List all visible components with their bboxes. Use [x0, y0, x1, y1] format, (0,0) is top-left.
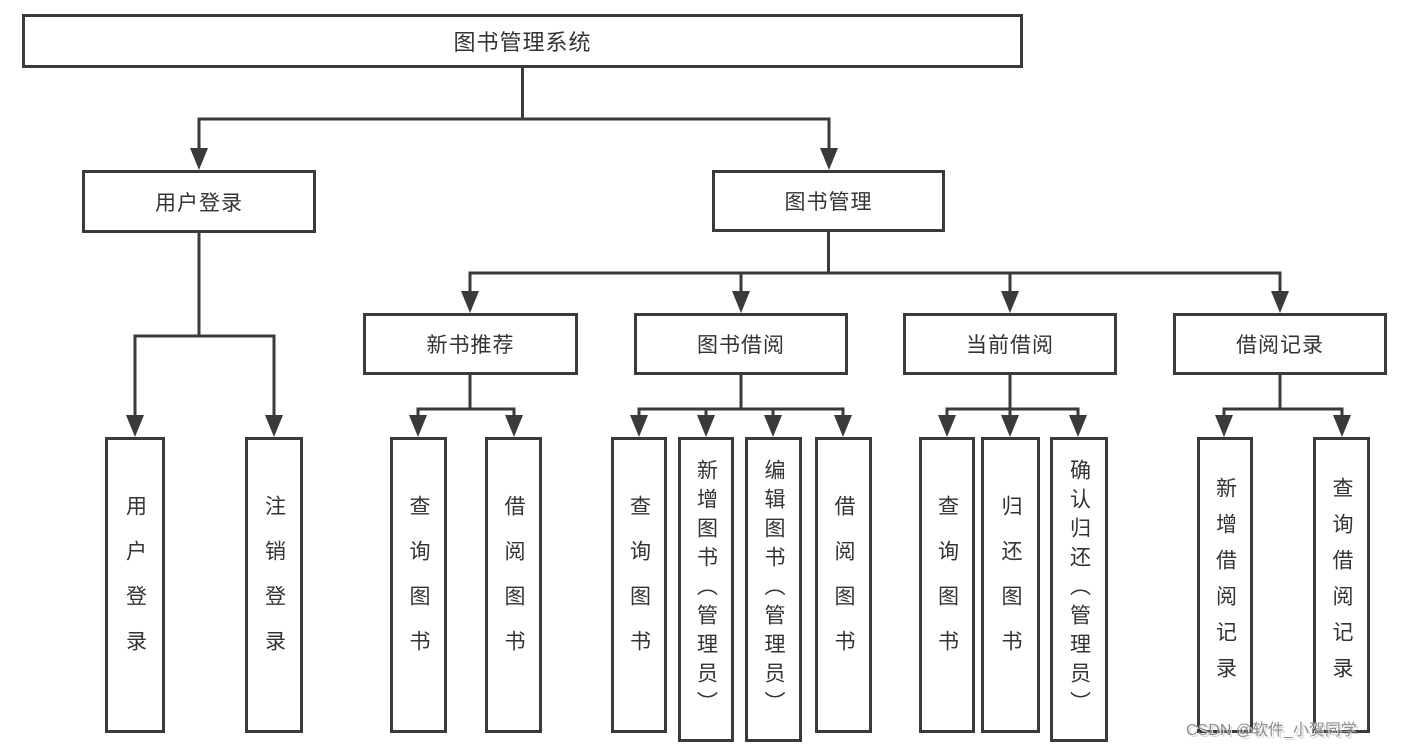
leaf-label: 用户登录 — [123, 495, 147, 675]
node-borrowing-records: 借阅记录 — [1173, 313, 1387, 375]
leaf-label: 查询图书 — [627, 495, 651, 675]
node-label: 图书管理 — [784, 191, 873, 214]
leaf-label: 确认归还（管理员） — [1067, 459, 1091, 720]
leaf-query-books-current: 查询图书 — [919, 437, 975, 733]
leaf-confirm-return-admin: 确认归还（管理员） — [1050, 437, 1108, 742]
leaf-edit-books-admin: 编辑图书（管理员） — [745, 437, 802, 742]
node-library-management-system: 图书管理系统 — [22, 14, 1023, 68]
node-user-login: 用户登录 — [82, 170, 316, 233]
leaf-user-login: 用户登录 — [105, 437, 165, 733]
leaf-borrow-books-borrowing: 借阅图书 — [815, 437, 872, 733]
leaf-query-borrow-record: 查询借阅记录 — [1313, 437, 1370, 733]
node-label: 图书借阅 — [697, 334, 785, 357]
leaf-label: 查询图书 — [407, 495, 430, 675]
node-label: 借阅记录 — [1236, 334, 1324, 357]
node-label: 图书管理系统 — [453, 30, 592, 55]
leaf-label: 编辑图书（管理员） — [762, 459, 785, 720]
leaf-label: 新增图书（管理员） — [694, 459, 718, 720]
leaf-label: 借阅图书 — [832, 495, 855, 675]
node-label: 新书推荐 — [426, 334, 515, 357]
node-new-book-recommendation: 新书推荐 — [363, 313, 578, 375]
leaf-label: 注销登录 — [262, 495, 286, 675]
leaf-query-books-recommend: 查询图书 — [390, 437, 447, 733]
node-book-management: 图书管理 — [712, 170, 945, 232]
leaf-add-borrow-record: 新增借阅记录 — [1197, 437, 1253, 733]
node-label: 用户登录 — [155, 191, 243, 215]
csdn-watermark: CSDN @软件_小贺同学 — [1186, 722, 1357, 739]
leaf-return-books: 归还图书 — [981, 437, 1040, 733]
leaf-add-books-admin: 新增图书（管理员） — [678, 437, 734, 742]
leaf-logout: 注销登录 — [245, 437, 303, 733]
node-current-borrowing: 当前借阅 — [903, 313, 1117, 375]
node-label: 当前借阅 — [966, 334, 1054, 357]
leaf-label: 查询图书 — [935, 495, 959, 675]
leaf-label: 新增借阅记录 — [1213, 477, 1237, 693]
leaf-borrow-books-recommend: 借阅图书 — [485, 437, 542, 733]
leaf-label: 借阅图书 — [502, 495, 525, 675]
leaf-query-books-borrowing: 查询图书 — [611, 437, 667, 733]
node-book-borrowing: 图书借阅 — [634, 313, 848, 375]
leaf-label: 归还图书 — [999, 495, 1022, 675]
leaf-label: 查询借阅记录 — [1330, 477, 1353, 693]
